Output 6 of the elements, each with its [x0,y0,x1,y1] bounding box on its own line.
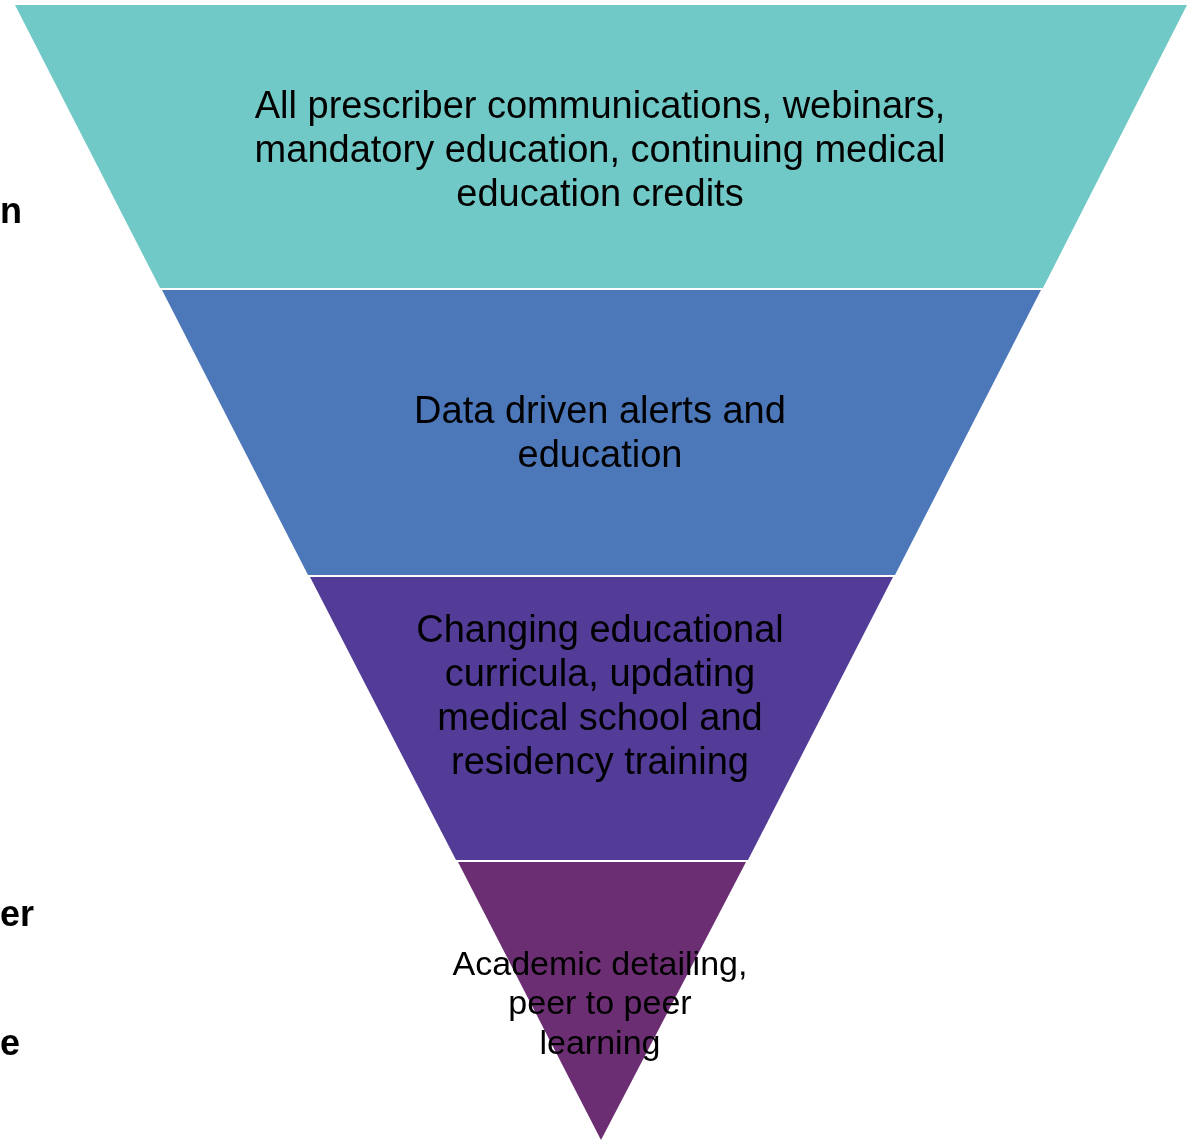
side-label: e [0,1022,21,1064]
band-text: Data driven alerts and education [413,388,787,477]
band-text: Changing educational curricula, updating medical school and residency training [415,607,785,784]
side-label: er [0,893,35,935]
side-label: n [0,190,22,232]
band-text: All prescriber communications, webinars, mandatory education, continuing medical education credits [253,83,947,216]
